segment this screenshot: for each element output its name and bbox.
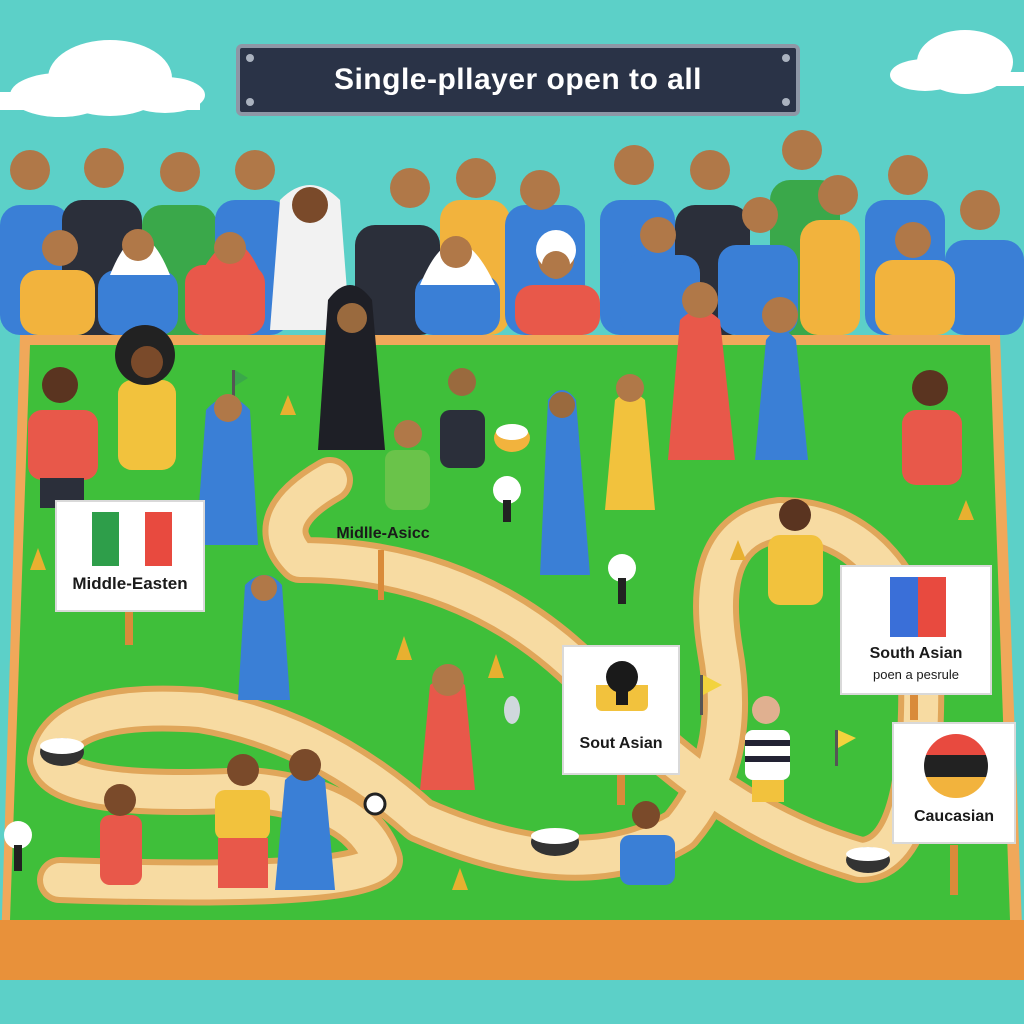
round-flag-icon — [924, 734, 988, 798]
cloud-right — [890, 30, 1024, 94]
sign-south-asian-center: Sout Asian — [562, 645, 680, 775]
bolt-icon — [246, 98, 254, 106]
board-front-edge — [0, 920, 1024, 980]
sign-label: Midlle-Asicc — [336, 525, 430, 542]
sign-label: Caucasian — [913, 808, 995, 825]
bolt-icon — [782, 98, 790, 106]
sign-pole — [125, 610, 133, 645]
sign-middle-asian: Midlle-Asicc — [322, 515, 444, 555]
sign-pole — [378, 550, 384, 600]
cloud-left — [0, 40, 205, 117]
title-banner: Single-pllayer open to all — [236, 44, 800, 116]
sign-label: Middle-Easten — [72, 574, 188, 593]
bolt-icon — [782, 54, 790, 62]
sign-sublabel: poen a pesrule — [872, 667, 959, 682]
ball-tokens — [4, 424, 890, 873]
sign-label: South Asian — [869, 645, 963, 662]
sign-south-asian-right: South Asian poen a pesrule — [840, 565, 992, 695]
player-figures — [28, 282, 962, 890]
sign-label: Sout Asian — [579, 735, 663, 752]
sign-pole — [950, 845, 958, 895]
spectator-crowd — [0, 130, 1024, 335]
ground-strip — [0, 980, 1024, 1024]
flag-icon — [890, 577, 946, 637]
sign-pole — [910, 695, 918, 720]
keyhole-icon — [596, 659, 648, 711]
flag-icon — [92, 512, 173, 566]
sign-middle-eastern: Middle-Easten — [55, 500, 205, 612]
banner-title: Single-pllayer open to all — [333, 63, 703, 96]
bolt-icon — [246, 54, 254, 62]
sign-pole — [617, 775, 625, 805]
sign-caucasian: Caucasian — [892, 722, 1016, 844]
cone-markers — [30, 395, 974, 890]
flag-markers — [232, 370, 856, 766]
